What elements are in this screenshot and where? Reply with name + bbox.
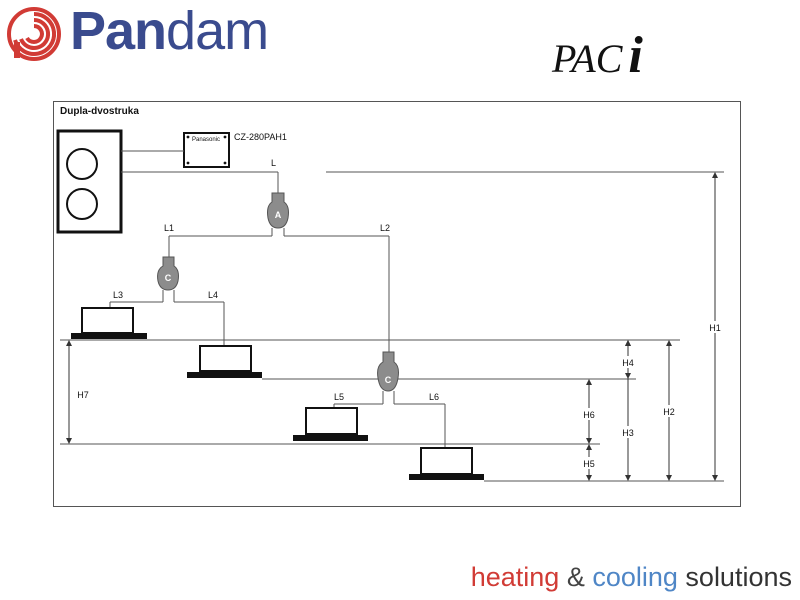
brand-light: dam bbox=[166, 1, 269, 61]
height-label-h6: H6 bbox=[583, 410, 595, 420]
pipe-label-l6: L6 bbox=[429, 392, 439, 402]
branch-node-c-left: C bbox=[157, 256, 179, 291]
pipe-label-l1: L1 bbox=[164, 223, 174, 233]
remote-controller-icon bbox=[183, 132, 230, 168]
branch-node-a: A bbox=[267, 192, 289, 229]
pipe-label-l3: L3 bbox=[113, 290, 123, 300]
indoor-unit-icon bbox=[293, 407, 368, 441]
branch-node-a-label: A bbox=[275, 210, 282, 220]
controller-model-label: CZ-280PAH1 bbox=[234, 132, 287, 142]
indoor-unit-icon bbox=[409, 447, 484, 480]
tagline-solutions: solutions bbox=[685, 562, 792, 592]
tagline-heating: heating bbox=[470, 562, 560, 592]
indoor-unit-icon bbox=[187, 345, 262, 378]
pipe-label-l2: L2 bbox=[380, 223, 390, 233]
pipe-label-l: L bbox=[271, 158, 276, 168]
pipe-label-l4: L4 bbox=[208, 290, 218, 300]
pac-i-letter: i bbox=[628, 27, 643, 84]
tagline: heating & cooling solutions bbox=[471, 562, 792, 593]
pandam-wordmark: Pandam bbox=[70, 0, 269, 62]
branch-node-c-right: C bbox=[377, 351, 399, 392]
outdoor-unit-icon bbox=[56, 129, 123, 234]
diagram-title: Dupla-dvostruka bbox=[60, 106, 139, 117]
branch-node-c-left-label: C bbox=[165, 273, 172, 283]
pac-text: PAC bbox=[552, 36, 623, 81]
controller-brand: Panasonic bbox=[192, 137, 220, 143]
height-label-h3: H3 bbox=[622, 428, 634, 438]
tagline-amp: & bbox=[566, 562, 585, 592]
pipe-label-l5: L5 bbox=[334, 392, 344, 402]
diagram-frame bbox=[53, 101, 741, 507]
pandam-logo: Pandam bbox=[6, 0, 326, 64]
branch-node-c-right-label: C bbox=[385, 375, 392, 385]
height-label-h7: H7 bbox=[77, 390, 89, 400]
height-label-h2: H2 bbox=[663, 407, 675, 417]
pandam-logo-mark-icon bbox=[7, 7, 61, 61]
tagline-cooling: cooling bbox=[592, 562, 678, 592]
height-label-h1: H1 bbox=[709, 323, 721, 333]
brand-bold: Pan bbox=[70, 1, 167, 61]
height-label-h4: H4 bbox=[622, 358, 634, 368]
main-pipes bbox=[60, 150, 724, 482]
height-label-h5: H5 bbox=[583, 459, 595, 469]
indoor-unit-icon bbox=[71, 307, 147, 339]
